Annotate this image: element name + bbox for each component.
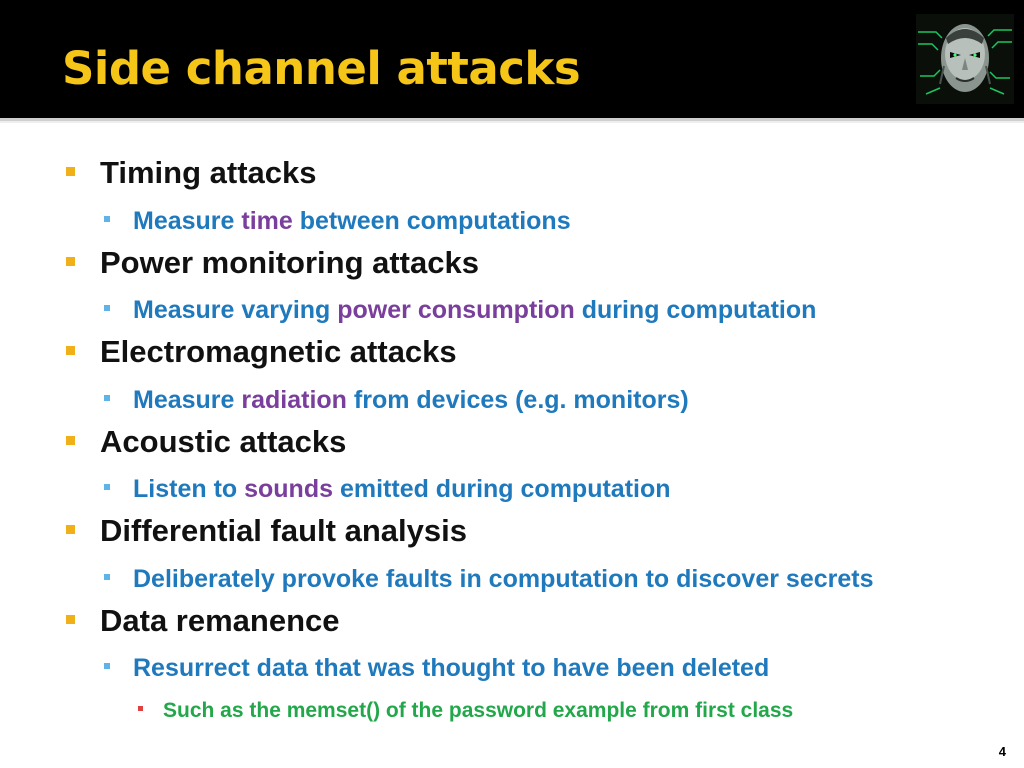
header-divider-shadow [0,121,1024,123]
slide-header: Side channel attacks [0,0,1024,118]
cyber-face-portrait-icon [916,14,1014,104]
subbullet-timing: Measure time between computations [104,207,571,236]
sub-text-highlight: time [241,207,293,235]
bullet-electromagnetic: Electromagnetic attacks [66,334,457,370]
bullet-differential-fault: Differential fault analysis [66,513,467,549]
square-bullet-icon [104,574,110,581]
square-bullet-icon [104,395,110,402]
subbullet-differential-fault: Deliberately provoke faults in computati… [104,565,874,594]
sub-text-highlight: power consumption [337,296,575,324]
sub-text-highlight: sounds [244,475,334,503]
square-bullet-icon [66,525,75,535]
sub-text-pre: Listen to [133,475,245,503]
sub-text-pre: Measure [133,207,242,235]
sub-text: Resurrect data that was thought to have … [133,654,770,682]
sub-text-post: during computation [574,296,817,324]
subsub-text: Such as the memset() of the password exa… [163,699,794,722]
subbullet-acoustic: Listen to sounds emitted during computat… [104,475,671,504]
square-bullet-icon [66,346,75,356]
bullet-label: Power monitoring attacks [100,245,479,280]
bullet-label: Timing attacks [100,155,317,190]
header-divider [0,118,1024,121]
subsubbullet-data-remanence: Such as the memset() of the password exa… [138,699,793,723]
square-bullet-icon [66,436,75,446]
subbullet-electromagnetic: Measure radiation from devices (e.g. mon… [104,386,689,415]
square-bullet-icon [104,305,110,312]
sub-text-post: from devices (e.g. monitors) [346,386,689,414]
square-bullet-icon [104,216,110,223]
subbullet-power: Measure varying power consumption during… [104,296,816,325]
sub-text-pre: Measure varying [133,296,338,324]
square-bullet-icon [104,484,110,491]
subbullet-data-remanence: Resurrect data that was thought to have … [104,654,769,683]
bullet-label: Acoustic attacks [100,424,347,459]
bullet-power: Power monitoring attacks [66,245,479,281]
bullet-label: Electromagnetic attacks [100,334,457,369]
square-bullet-icon [104,663,110,670]
square-bullet-icon [66,257,75,267]
bullet-label: Differential fault analysis [100,513,467,548]
page-number: 4 [998,744,1006,759]
square-bullet-icon [138,705,143,711]
bullet-label: Data remanence [100,603,340,638]
square-bullet-icon [66,167,75,177]
sub-text-highlight: radiation [241,386,347,414]
bullet-data-remanence: Data remanence [66,603,340,639]
sub-text-post: emitted during computation [333,475,671,503]
sub-text-pre: Measure [133,386,242,414]
square-bullet-icon [66,615,75,625]
bullet-timing: Timing attacks [66,155,317,191]
sub-text-post: between computations [292,207,571,235]
slide-title: Side channel attacks [62,42,581,95]
sub-text: Deliberately provoke faults in computati… [133,565,874,593]
bullet-acoustic: Acoustic attacks [66,424,346,460]
